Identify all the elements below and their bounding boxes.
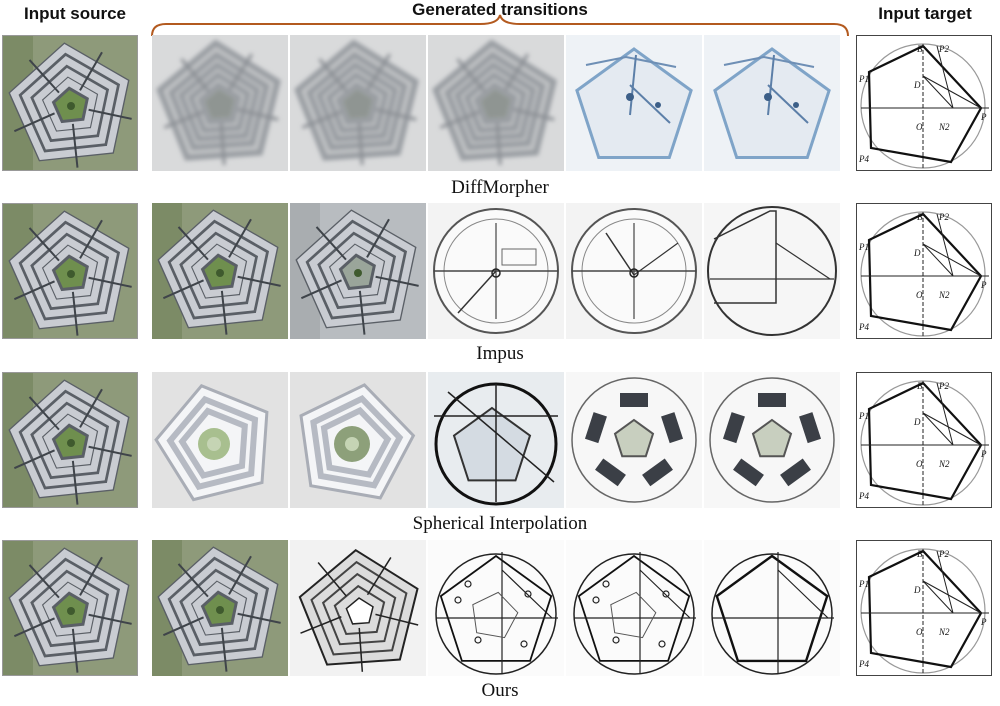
transition-image-row-1-step-2 <box>290 35 426 171</box>
target-label-o: O <box>916 627 923 637</box>
target-label-p2: P2 <box>939 549 949 559</box>
transition-image-row-3-step-3 <box>428 372 564 508</box>
transition-image-row-2-step-3-graphic <box>428 203 564 339</box>
transition-image-row-1-step-2-graphic <box>290 35 426 171</box>
target-label-d: D <box>914 80 921 90</box>
source-image-row-1 <box>2 35 138 171</box>
target-label-p: P <box>981 449 987 459</box>
transition-image-row-2-step-1 <box>152 203 288 339</box>
target-label-p4: P4 <box>859 322 869 332</box>
caption-diffmorpher: DiffMorpher <box>451 177 549 198</box>
target-label-o: O <box>916 122 923 132</box>
target-label-p1: P1 <box>859 579 869 589</box>
transition-image-row-1-step-1 <box>152 35 288 171</box>
target-label-p4: P4 <box>859 154 869 164</box>
transition-image-row-4-step-1-graphic <box>152 540 288 676</box>
transition-image-row-3-step-4-graphic <box>566 372 702 508</box>
caption-ours: Ours <box>481 680 519 701</box>
target-label-d: D <box>914 417 921 427</box>
transition-image-row-3-step-1 <box>152 372 288 508</box>
target-label-b: B <box>917 549 923 559</box>
target-label-p: P <box>981 280 987 290</box>
transition-image-row-4-step-2 <box>290 540 426 676</box>
transition-image-row-1-step-3-graphic <box>428 35 564 171</box>
source-image-row-3 <box>2 372 138 508</box>
target-label-p2: P2 <box>939 212 949 222</box>
target-label-p2: P2 <box>939 44 949 54</box>
transition-image-row-4-step-4-graphic <box>566 540 702 676</box>
transition-image-row-4-step-2-graphic <box>290 540 426 676</box>
transition-image-row-1-step-4-graphic <box>566 35 702 171</box>
transition-image-row-2-step-2-graphic <box>290 203 426 339</box>
transition-image-row-1-step-4 <box>566 35 702 171</box>
target-image-row-3-graphic <box>857 373 991 507</box>
target-label-d: D <box>914 248 921 258</box>
transition-image-row-3-step-5-graphic <box>704 372 840 508</box>
transition-image-row-4-step-5 <box>704 540 840 676</box>
header-input-target: Input target <box>878 4 972 23</box>
transition-image-row-4-step-1 <box>152 540 288 676</box>
target-label-n2: N2 <box>939 459 950 469</box>
target-label-b: B <box>917 212 923 222</box>
transition-image-row-1-step-1-graphic <box>152 35 288 171</box>
target-image-row-4-graphic <box>857 541 991 675</box>
transition-image-row-3-step-3-graphic <box>428 372 564 508</box>
transition-image-row-2-step-4-graphic <box>566 203 702 339</box>
target-label-n2: N2 <box>939 290 950 300</box>
target-label-b: B <box>917 381 923 391</box>
transition-image-row-4-step-3 <box>428 540 564 676</box>
target-label-o: O <box>916 459 923 469</box>
target-label-p4: P4 <box>859 491 869 501</box>
transition-image-row-2-step-4 <box>566 203 702 339</box>
transition-image-row-2-step-1-graphic <box>152 203 288 339</box>
transition-image-row-2-step-3 <box>428 203 564 339</box>
source-image-row-4-graphic <box>3 541 137 675</box>
target-image-row-1-graphic <box>857 36 991 170</box>
transition-image-row-3-step-1-graphic <box>152 372 288 508</box>
transition-image-row-3-step-2 <box>290 372 426 508</box>
source-image-row-1-graphic <box>3 36 137 170</box>
transition-image-row-2-step-5 <box>704 203 840 339</box>
target-label-d: D <box>914 585 921 595</box>
source-image-row-4 <box>2 540 138 676</box>
transition-image-row-2-step-5-graphic <box>704 203 840 339</box>
target-label-b: B <box>917 44 923 54</box>
target-image-row-2-graphic <box>857 204 991 338</box>
transition-image-row-3-step-2-graphic <box>290 372 426 508</box>
target-label-p2: P2 <box>939 381 949 391</box>
transition-image-row-1-step-5-graphic <box>704 35 840 171</box>
transition-image-row-1-step-3 <box>428 35 564 171</box>
source-image-row-3-graphic <box>3 373 137 507</box>
source-image-row-2 <box>2 203 138 339</box>
target-label-p: P <box>981 617 987 627</box>
transition-image-row-4-step-4 <box>566 540 702 676</box>
target-label-n2: N2 <box>939 122 950 132</box>
target-label-p1: P1 <box>859 411 869 421</box>
target-label-p1: P1 <box>859 242 869 252</box>
transition-image-row-1-step-5 <box>704 35 840 171</box>
transition-image-row-4-step-3-graphic <box>428 540 564 676</box>
header-generated-transitions: Generated transitions <box>412 0 588 19</box>
caption-impus: Impus <box>476 343 524 364</box>
target-label-p4: P4 <box>859 659 869 669</box>
transition-image-row-3-step-5 <box>704 372 840 508</box>
transition-image-row-4-step-5-graphic <box>704 540 840 676</box>
transition-image-row-2-step-2 <box>290 203 426 339</box>
caption-spherical-interpolation: Spherical Interpolation <box>412 513 588 534</box>
transition-image-row-3-step-4 <box>566 372 702 508</box>
target-label-o: O <box>916 290 923 300</box>
source-image-row-2-graphic <box>3 204 137 338</box>
target-label-p: P <box>981 112 987 122</box>
target-label-p1: P1 <box>859 74 869 84</box>
brace <box>151 14 849 37</box>
header-input-source: Input source <box>23 4 126 23</box>
target-label-n2: N2 <box>939 627 950 637</box>
